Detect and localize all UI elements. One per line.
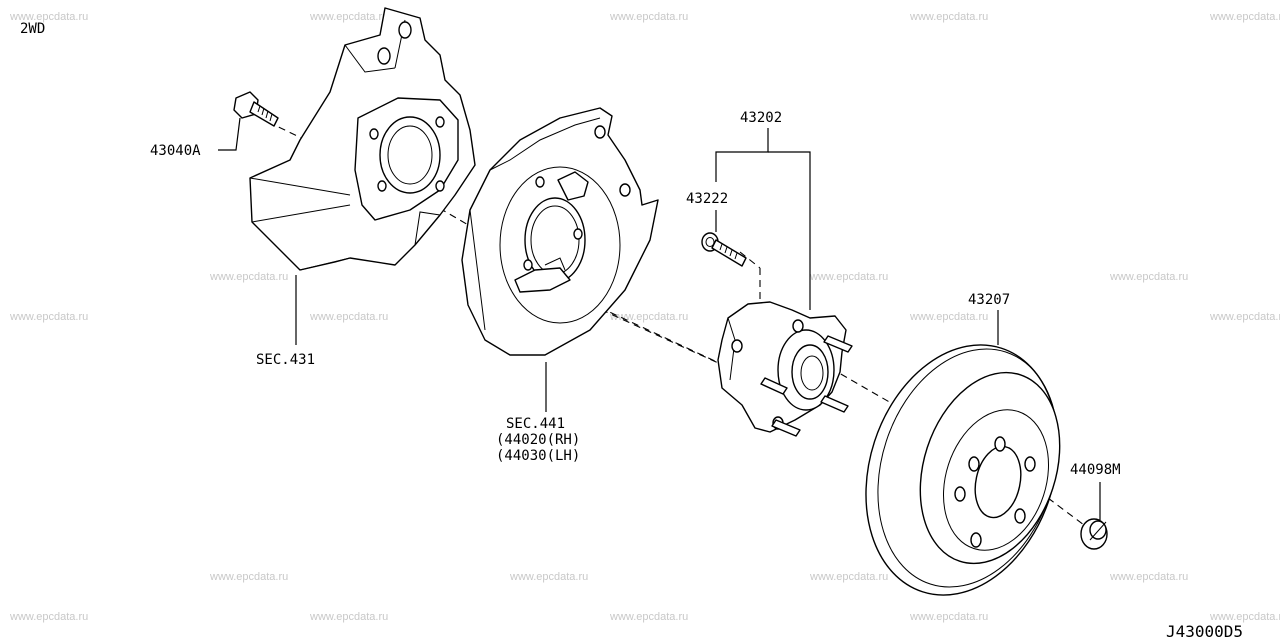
watermark-text: www.epcdata.ru [309, 11, 388, 23]
watermark-text: www.epcdata.ru [909, 611, 988, 623]
hub-bolt-43222-icon [701, 232, 747, 267]
watermark-text: www.epcdata.ru [9, 611, 88, 623]
label-43222: 43222 [686, 191, 728, 207]
label-43040a: 43040A [150, 143, 201, 159]
watermark-text: www.epcdata.ru [909, 311, 988, 323]
watermark-text: www.epcdata.ru [209, 571, 288, 583]
backing-plate [461, 107, 659, 356]
watermark-text: www.epcdata.ru [809, 571, 888, 583]
watermark-text: www.epcdata.ru [1209, 11, 1280, 23]
label-44098m: 44098M [1070, 462, 1121, 478]
variant-label: 2WD [20, 21, 45, 37]
label-44030-lh: (44030(LH) [496, 448, 580, 464]
watermark-text: www.epcdata.ru [1209, 611, 1280, 623]
watermark-text: www.epcdata.ru [1109, 271, 1188, 283]
cap-44098m-icon [1080, 518, 1108, 550]
label-43202: 43202 [740, 110, 782, 126]
brake-rotor [865, 344, 1061, 596]
watermark-text: www.epcdata.ru [609, 611, 688, 623]
watermark-text: www.epcdata.ru [1109, 571, 1188, 583]
label-44020-rh: (44020(RH) [496, 432, 580, 448]
watermark-text: www.epcdata.ru [309, 611, 388, 623]
watermark-text: www.epcdata.ru [609, 311, 688, 323]
watermark-text: www.epcdata.ru [9, 311, 88, 323]
knuckle-housing [249, 7, 476, 271]
watermark-text: www.epcdata.ru [809, 271, 888, 283]
watermark-text: www.epcdata.ru [9, 11, 88, 23]
watermark-text: www.epcdata.ru [1209, 311, 1280, 323]
label-sec-431: SEC.431 [256, 352, 315, 368]
bolt-43040a-icon [233, 91, 279, 127]
watermark-text: www.epcdata.ru [209, 271, 288, 283]
hub-assembly [717, 301, 853, 437]
label-sec-441: SEC.441 [506, 416, 565, 432]
watermark-text: www.epcdata.ru [909, 11, 988, 23]
leader-lines [218, 117, 1101, 520]
label-43207: 43207 [968, 292, 1010, 308]
diagram-code: J43000D5 [1166, 622, 1243, 640]
watermark-text: www.epcdata.ru [609, 11, 688, 23]
watermark-text: www.epcdata.ru [309, 311, 388, 323]
watermark-text: www.epcdata.ru [509, 571, 588, 583]
